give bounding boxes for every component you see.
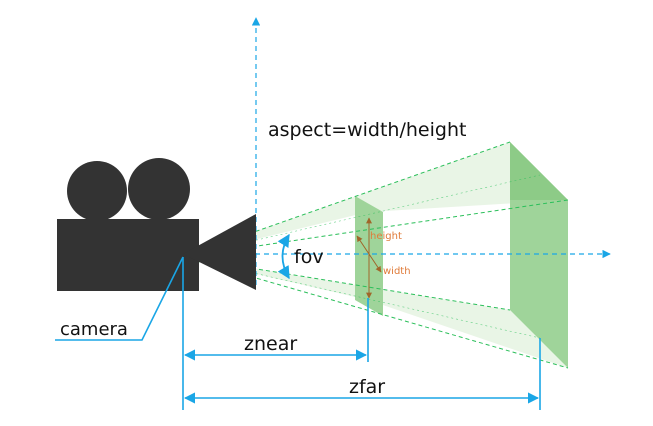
width-arrow: [356, 235, 382, 273]
camera-label: camera: [60, 319, 128, 340]
fov-arc-icon: [277, 233, 290, 280]
far-plane-shade: [510, 142, 568, 200]
frustum-top-sheet: [183, 142, 568, 257]
camera-leader-line: [55, 256, 184, 341]
zfar-label: zfar: [349, 376, 385, 398]
width-label: width: [383, 266, 411, 277]
height-label: height: [370, 231, 402, 242]
znear-label: znear: [244, 333, 297, 355]
fov-label: fov: [294, 246, 324, 268]
extension-lines: [182, 257, 541, 410]
frustum-bottom-sheet: [183, 257, 568, 368]
aspect-label: aspect=width/height: [268, 119, 466, 141]
camera-icon: [57, 158, 256, 291]
